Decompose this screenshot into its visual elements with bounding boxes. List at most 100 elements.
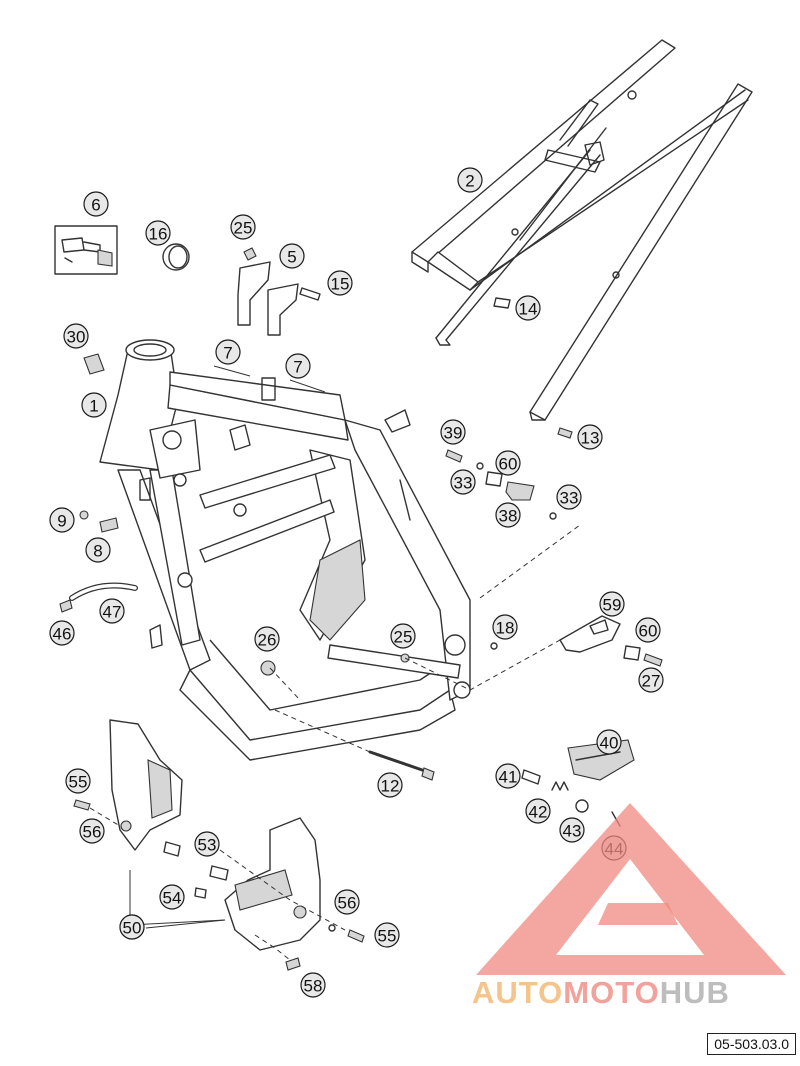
callout-47: 47 — [99, 598, 125, 624]
callout-circle — [525, 798, 551, 824]
screw-58 — [285, 957, 301, 971]
callout-number: 56 — [83, 823, 102, 842]
frame-protector-right — [224, 817, 321, 951]
callout-circle — [215, 339, 241, 365]
callout-56: 56 — [334, 889, 360, 915]
callout-circle — [390, 623, 416, 649]
callout-number: 25 — [234, 219, 253, 238]
callout-circle — [159, 884, 185, 910]
callout-circle — [440, 419, 466, 445]
callout-circle — [374, 922, 400, 948]
callout-circle — [638, 667, 664, 693]
callout-circle — [596, 729, 622, 755]
callout-circle — [79, 818, 105, 844]
callout-42: 42 — [525, 798, 551, 824]
callout-25: 25 — [230, 214, 256, 240]
callout-circle — [81, 392, 107, 418]
callout-9: 9 — [49, 507, 75, 533]
diagram-code: 05-503.03.0 — [707, 1033, 796, 1055]
part-6-set — [54, 225, 118, 275]
part-18 — [490, 642, 498, 650]
pin-41 — [521, 769, 541, 785]
callout-number: 16 — [149, 225, 168, 244]
callout-circle — [334, 889, 360, 915]
leader-lines — [89, 365, 581, 961]
callout-39: 39 — [440, 419, 466, 445]
callout-15: 15 — [327, 270, 353, 296]
callout-6: 6 — [83, 191, 109, 217]
callout-number: 59 — [603, 596, 622, 615]
spacer-53 — [163, 841, 181, 857]
callout-13: 13 — [577, 424, 603, 450]
callout-16: 16 — [145, 220, 171, 246]
callout-number: 33 — [454, 474, 473, 493]
callout-5: 5 — [279, 243, 305, 269]
callout-27: 27 — [638, 667, 664, 693]
callout-7: 7 — [285, 353, 311, 379]
frame-protector-left — [109, 719, 183, 851]
callout-circle — [63, 323, 89, 349]
callout-number: 12 — [381, 777, 400, 796]
callout-18: 18 — [492, 614, 518, 640]
watermark-word-hub: HUB — [659, 975, 730, 1010]
clip-46 — [59, 599, 73, 613]
callout-circle — [279, 243, 305, 269]
callout-43: 43 — [559, 817, 585, 843]
callout-circle — [85, 537, 111, 563]
washer-43 — [575, 799, 589, 813]
callout-number: 30 — [67, 328, 86, 347]
callout-38: 38 — [495, 502, 521, 528]
screw-8 — [99, 517, 119, 533]
callout-number: 2 — [465, 172, 474, 191]
callout-circle — [495, 502, 521, 528]
callout-number: 5 — [287, 248, 296, 267]
callout-33: 33 — [556, 484, 582, 510]
callout-1: 1 — [81, 392, 107, 418]
callout-number: 7 — [223, 344, 232, 363]
callout-40: 40 — [596, 729, 622, 755]
screw-55-left — [73, 799, 91, 811]
callout-number: 41 — [499, 768, 518, 787]
callout-circle — [495, 450, 521, 476]
callout-41: 41 — [495, 763, 521, 789]
callout-circle — [377, 772, 403, 798]
callout-number: 38 — [499, 507, 518, 526]
callout-circle — [599, 591, 625, 617]
callout-number: 27 — [642, 672, 661, 691]
callout-circle — [556, 484, 582, 510]
callout-circle — [515, 295, 541, 321]
callout-number: 40 — [600, 734, 619, 753]
spacer-60-top — [485, 471, 503, 487]
callout-circle — [457, 167, 483, 193]
callout-circle — [119, 914, 145, 940]
callout-circle — [49, 507, 75, 533]
callout-number: 9 — [57, 512, 66, 531]
callout-56: 56 — [79, 818, 105, 844]
nut-9 — [79, 510, 89, 520]
callout-circle — [635, 617, 661, 643]
callout-number: 47 — [103, 603, 122, 622]
callout-33: 33 — [450, 469, 476, 495]
callout-number: 33 — [560, 489, 579, 508]
spacer-60 — [623, 645, 641, 661]
callout-number: 6 — [91, 196, 100, 215]
callout-circle — [495, 763, 521, 789]
bracket-59 — [559, 615, 621, 653]
callout-circle — [559, 817, 585, 843]
callout-number: 55 — [378, 927, 397, 946]
watermark-text: AUTOMOTOHUB — [472, 975, 730, 1011]
spring-42 — [551, 781, 569, 791]
callout-number: 26 — [258, 631, 277, 650]
callout-7: 7 — [215, 339, 241, 365]
callout-2: 2 — [457, 167, 483, 193]
callout-labels: 1256778912131415161825252627303333383940… — [49, 167, 664, 998]
callout-number: 60 — [639, 622, 658, 641]
callout-number: 58 — [304, 977, 323, 996]
callout-circle — [83, 191, 109, 217]
callout-circle — [450, 469, 476, 495]
callout-55: 55 — [65, 768, 91, 794]
screw-55-right — [347, 929, 365, 943]
callout-circle — [194, 831, 220, 857]
